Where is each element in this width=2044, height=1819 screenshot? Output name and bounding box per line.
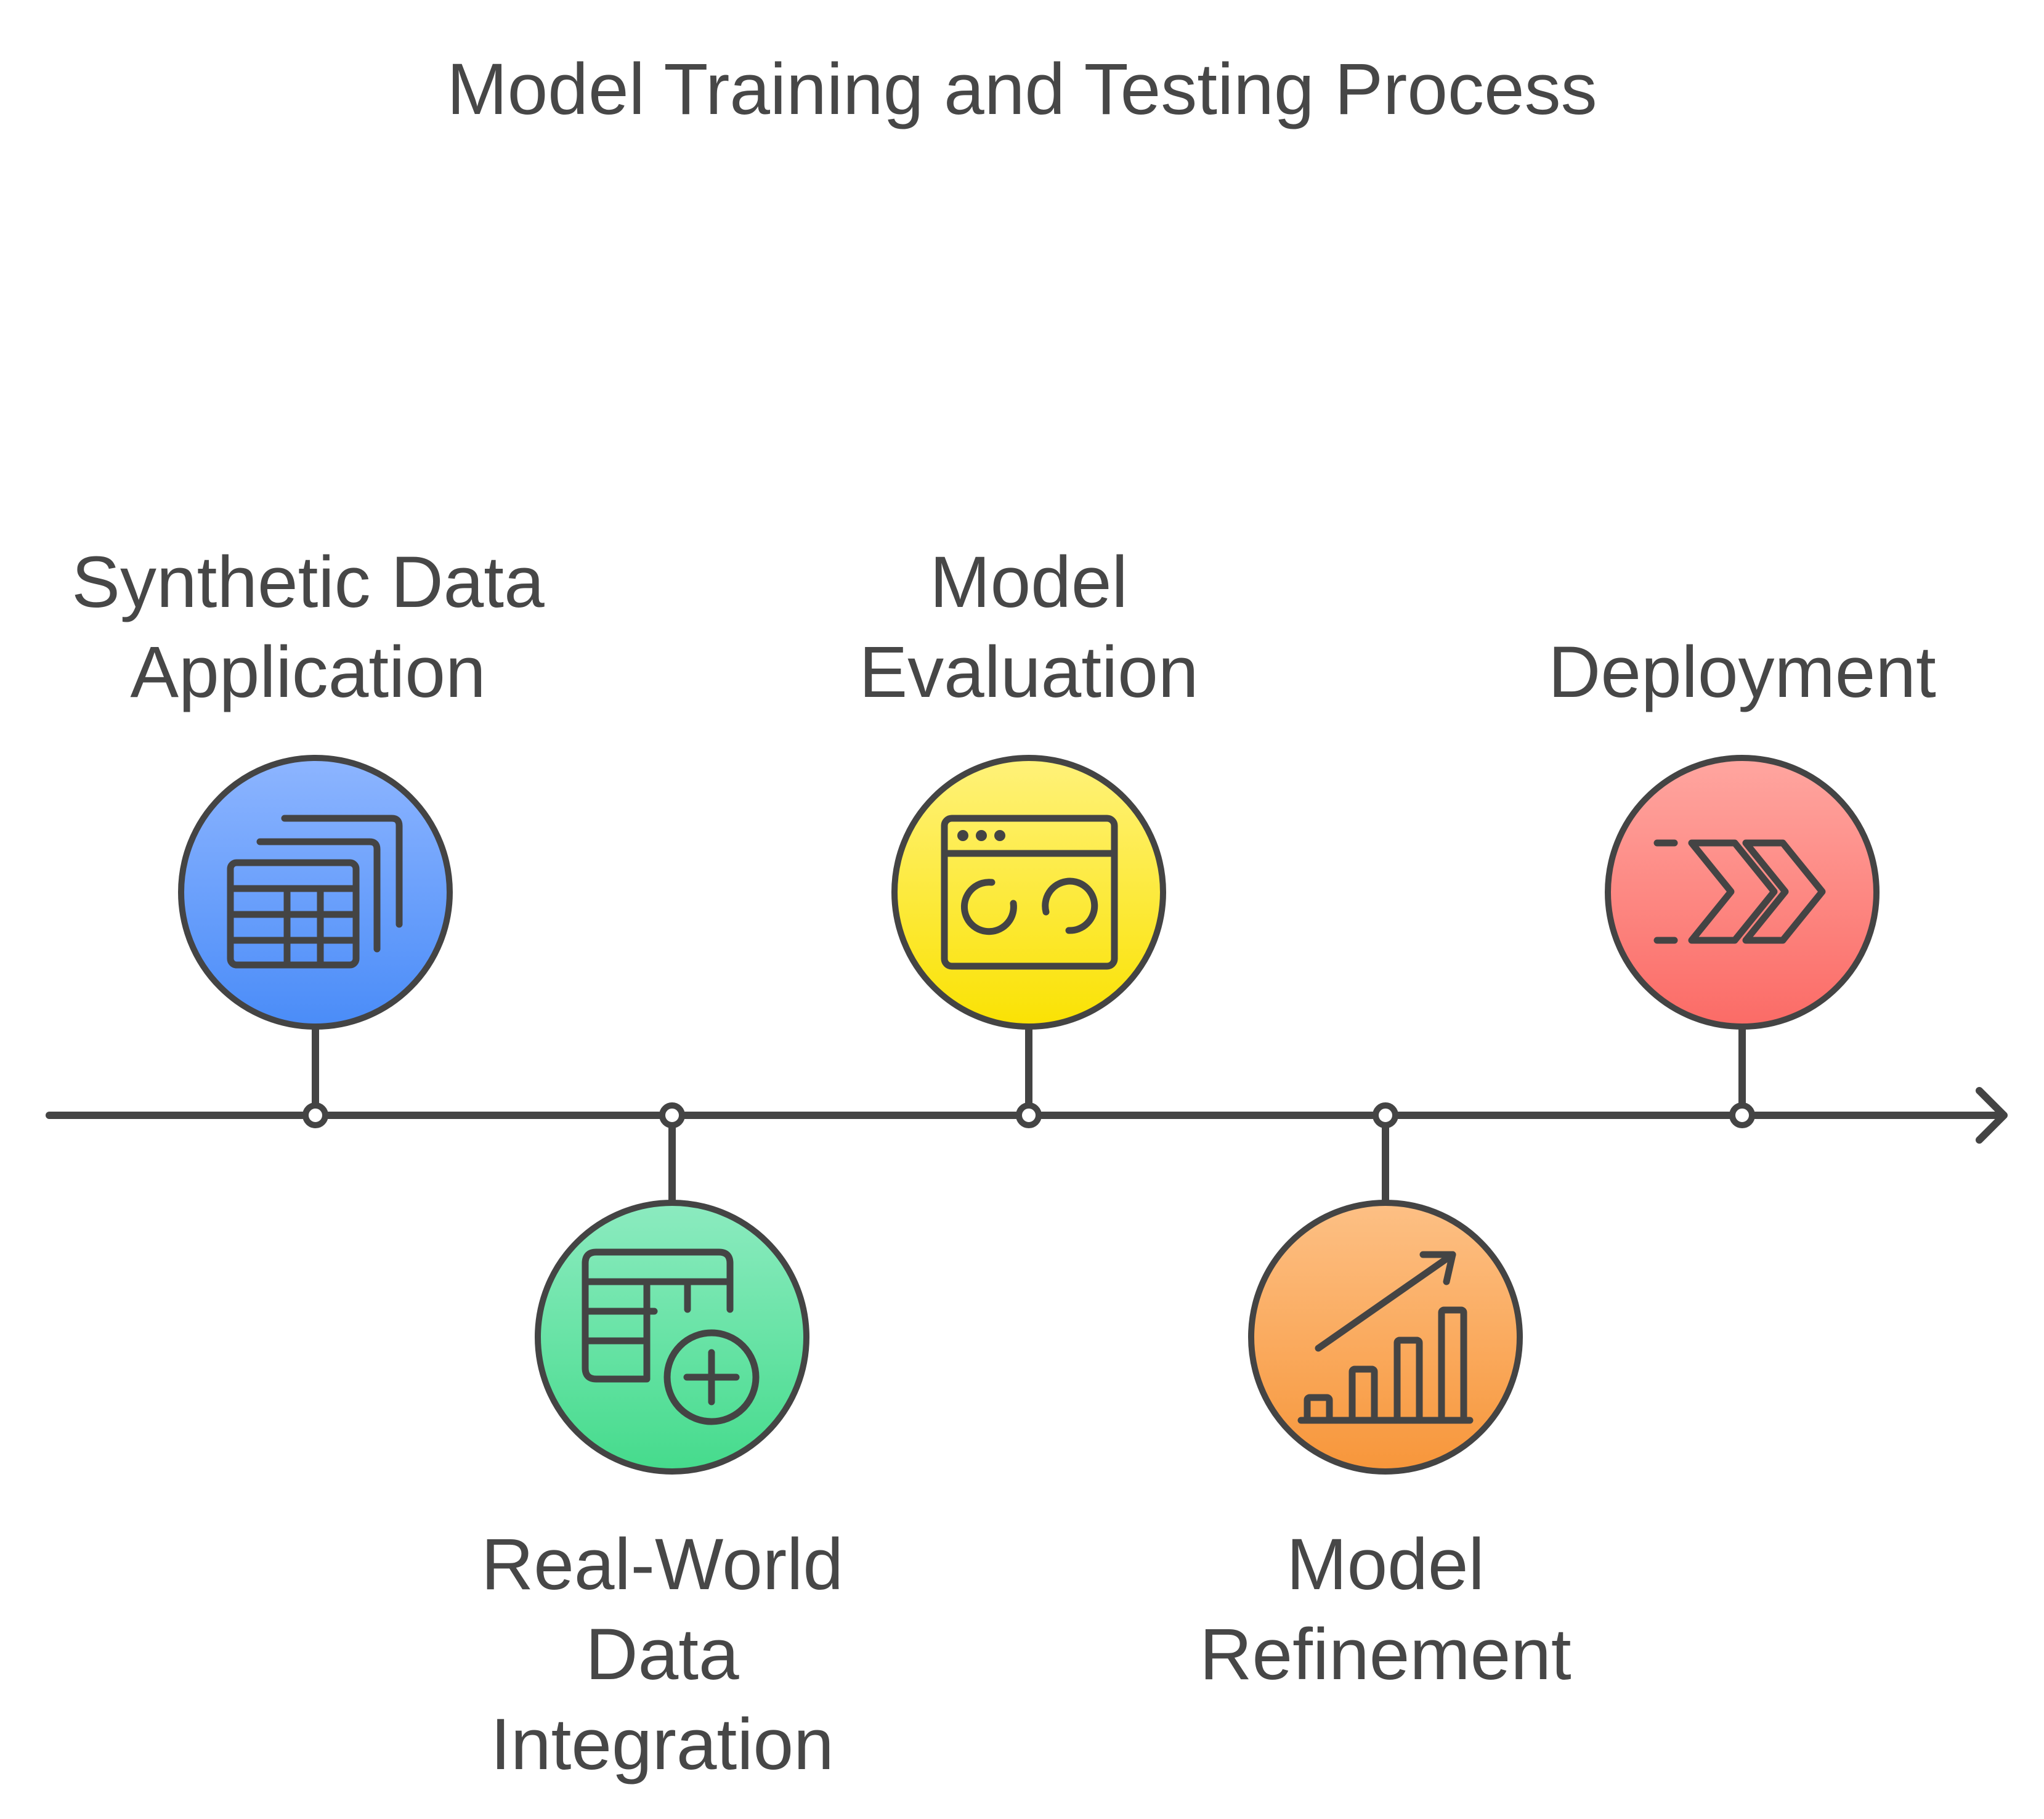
node-deployment — [1605, 755, 1880, 1030]
stacked-table-icon — [227, 815, 403, 969]
node-realworld — [535, 1200, 809, 1475]
node-synthetic — [178, 755, 453, 1030]
label-synthetic-data-application: Synthetic Data Application — [71, 542, 545, 713]
fast-forward-icon — [1653, 839, 1826, 944]
junction-deployment — [1729, 1102, 1755, 1128]
junction-evaluation — [1016, 1102, 1042, 1128]
node-evaluation — [891, 755, 1166, 1030]
junction-refinement — [1373, 1102, 1398, 1128]
junction-realworld — [659, 1102, 685, 1128]
browser-dots — [957, 830, 1005, 841]
junction-synthetic — [302, 1102, 328, 1128]
diagram-title: Model Training and Testing Process — [447, 49, 1597, 130]
timeline-arrowhead — [1976, 1087, 2008, 1144]
browser-loading-icon — [941, 815, 1118, 970]
table-add-icon — [582, 1248, 760, 1425]
label-deployment: Deployment — [1548, 632, 1936, 713]
label-model-evaluation: Model Evaluation — [859, 542, 1199, 713]
label-model-refinement: Model Refinement — [1199, 1524, 1572, 1695]
label-real-world-data-integration: Real-World Data Integration — [481, 1524, 843, 1785]
node-refinement — [1248, 1200, 1523, 1475]
growth-chart-icon — [1297, 1251, 1474, 1424]
